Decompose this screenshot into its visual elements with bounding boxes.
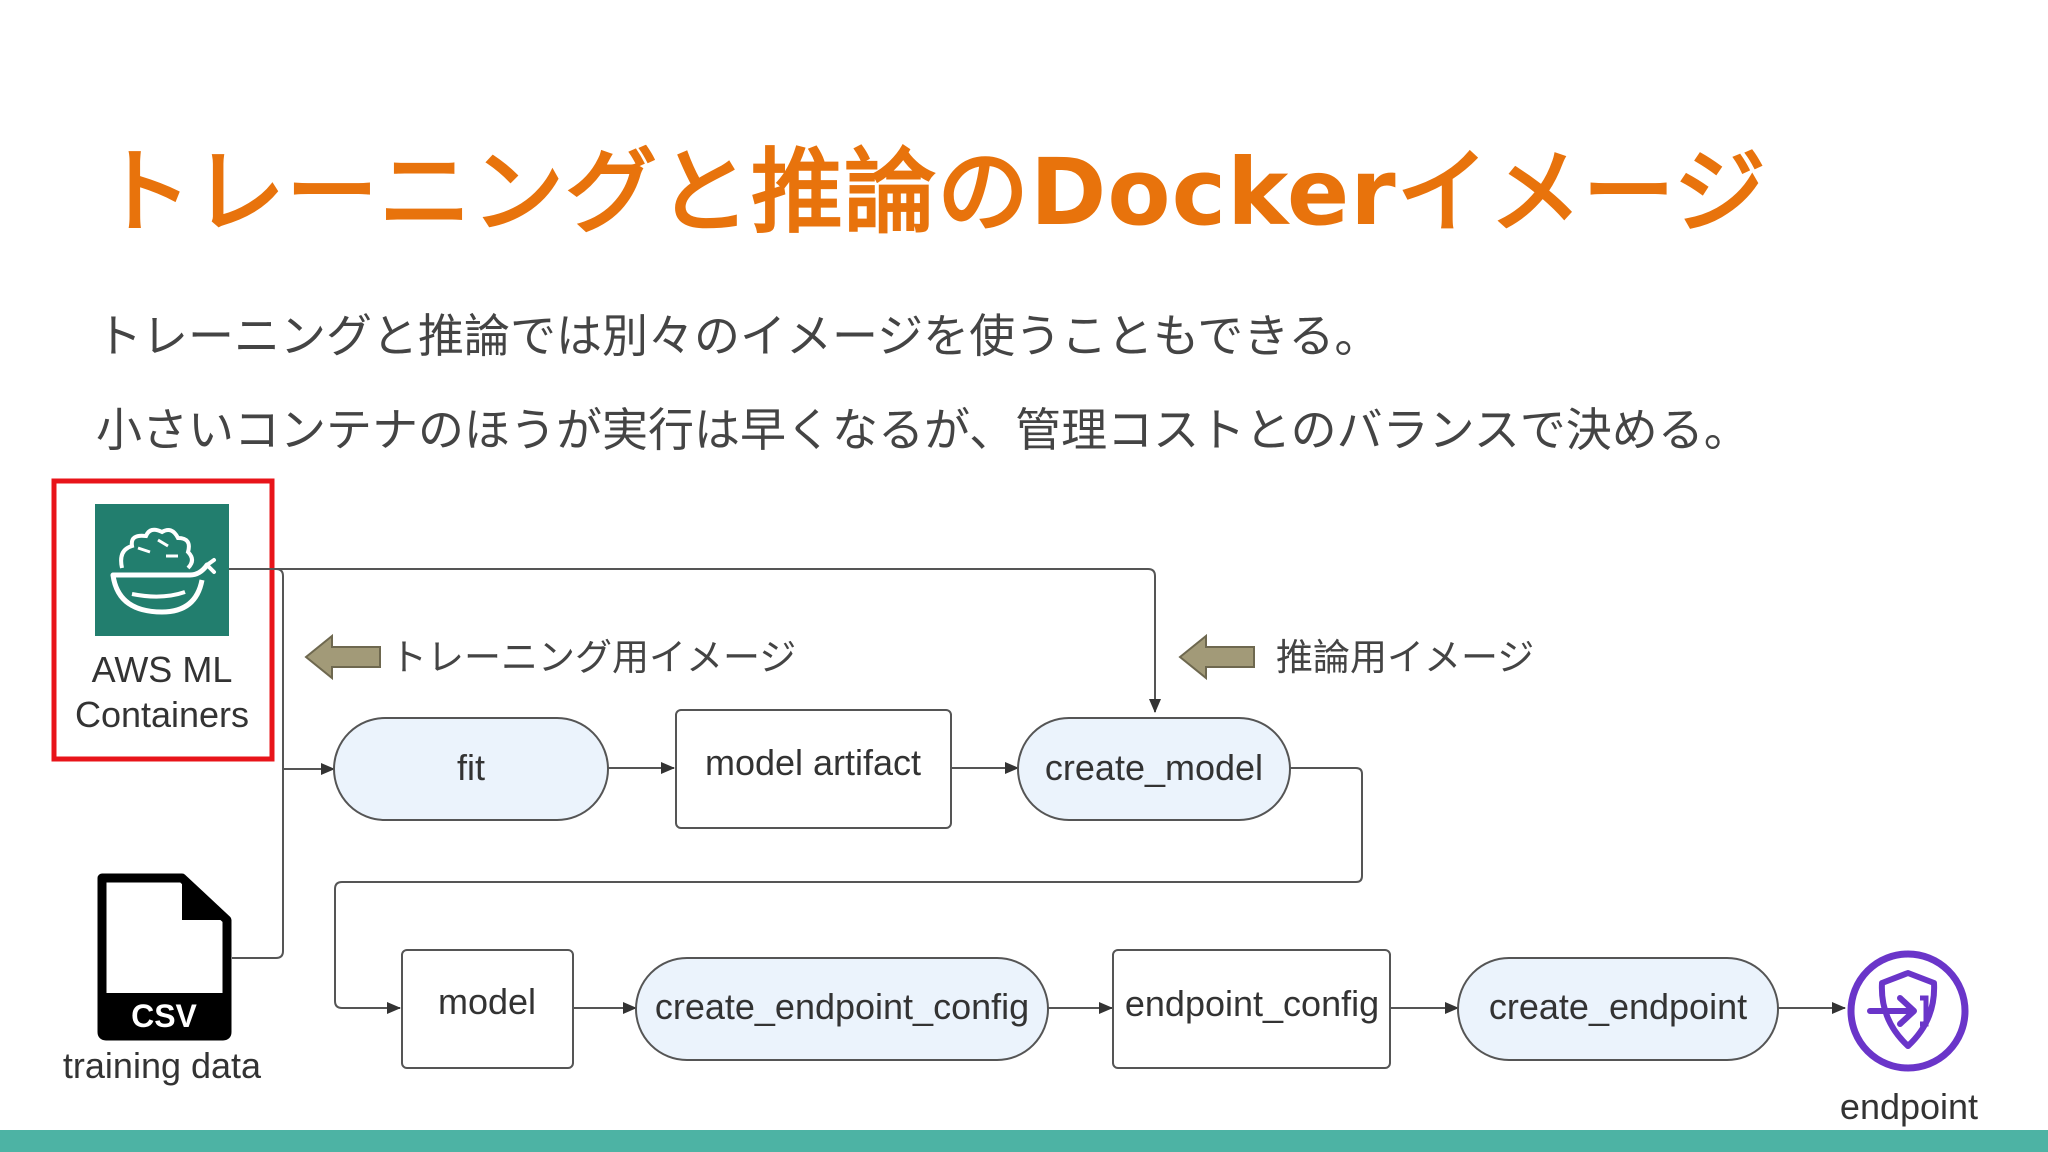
connector-aws-to-create-model [229,568,1161,713]
connector-csv-to-fit [232,769,284,959]
node-create-model: create_model [1017,717,1291,821]
csv-tag-label: CSV [131,998,197,1034]
inference-image-arrow-icon [1178,633,1255,681]
node-model-artifact: model artifact [675,709,952,829]
node-model: model [401,949,574,1069]
node-fit-label: fit [457,747,485,788]
inference-image-label: 推論用イメージ [1276,636,1534,679]
endpoint-label: endpoint [1840,1086,1978,1127]
page-title: トレーニングと推論のDockerイメージ [100,139,1767,246]
aws-ml-containers-icon [95,504,229,636]
node-create-endpoint-config-label: create_endpoint_config [655,986,1029,1027]
node-endpoint-config-label: endpoint_config [1125,983,1379,1024]
footer-bar [0,1130,2048,1152]
training-image-label: トレーニング用イメージ [390,636,796,679]
training-image-arrow-icon [304,633,381,681]
node-fit: fit [333,717,609,821]
body-text-line-1: トレーニングと推論では別々のイメージを使うこともできる。 [96,309,1381,363]
node-create-endpoint: create_endpoint [1457,957,1779,1061]
aws-ml-label-line2: Containers [75,694,249,735]
connector-create-model-to-model [334,767,1363,1014]
node-create-model-label: create_model [1045,747,1263,788]
node-endpoint-config: endpoint_config [1112,949,1391,1069]
node-create-endpoint-label: create_endpoint [1489,986,1747,1027]
highlight-box [51,478,275,762]
training-data-label: training data [63,1045,262,1086]
connector-aws-to-fit [229,568,335,775]
node-model-artifact-label: model artifact [705,742,921,783]
endpoint-icon [1847,950,1969,1072]
node-model-label: model [438,981,536,1022]
csv-file-icon: CSV [97,873,232,1041]
node-create-endpoint-config: create_endpoint_config [635,957,1049,1061]
body-text-line-2: 小さいコンテナのほうが実行は早くなるが、管理コストとのバランスで決める。 [96,403,1750,457]
aws-ml-label-line1: AWS ML [92,649,233,690]
